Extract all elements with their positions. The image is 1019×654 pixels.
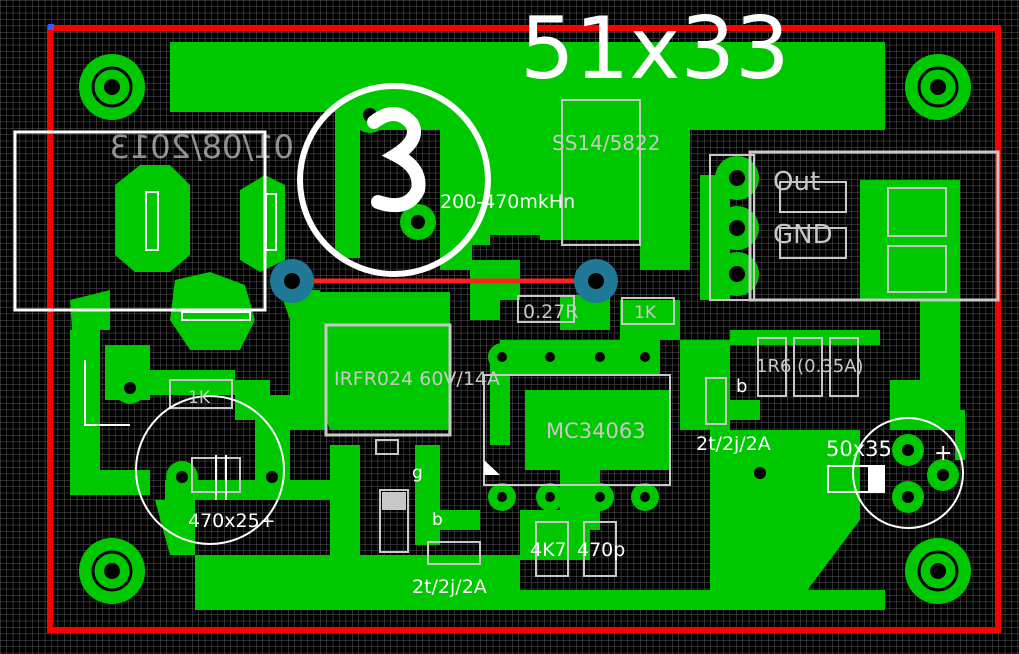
output-pad-gnd xyxy=(779,227,847,259)
shunt-label: 0.27R xyxy=(523,301,579,323)
pin-g-label: g xyxy=(412,463,423,483)
cap-out-label: 50x35 xyxy=(826,437,892,461)
output-pad xyxy=(887,187,947,237)
mount-hole-top-right xyxy=(905,54,971,120)
diode-label: SS14/5822 xyxy=(552,131,660,155)
cap-out-polarity xyxy=(868,466,884,492)
pin-b-left-label: b xyxy=(432,510,443,530)
shunt-outline xyxy=(517,295,575,323)
r-1k-left-outline xyxy=(169,379,233,409)
led-outline xyxy=(84,360,130,426)
pad xyxy=(892,481,924,513)
transistor-outline xyxy=(379,489,409,553)
pad xyxy=(715,206,759,250)
board-date-label: 01/08/2013 xyxy=(110,128,294,166)
pad xyxy=(892,434,924,466)
controller-outline xyxy=(483,374,671,486)
pad xyxy=(536,343,564,371)
coil-bottom-outline xyxy=(427,541,481,565)
inductor-label: 200-470mkHn xyxy=(440,191,575,213)
pad xyxy=(715,252,759,296)
r-4k7-label: 4K7 xyxy=(530,539,567,561)
pad xyxy=(927,459,959,491)
pad xyxy=(536,483,564,511)
via-left xyxy=(270,259,314,303)
cap-out-plus: + xyxy=(934,441,952,466)
r-sense-2 xyxy=(793,337,823,397)
inductor-coil-glyph xyxy=(367,107,426,212)
pad xyxy=(631,483,659,511)
mount-hole-bottom-right xyxy=(905,538,971,604)
pad xyxy=(631,343,659,371)
mosfet-pin xyxy=(375,439,399,455)
copper-layer xyxy=(70,42,965,610)
mount-hole-bottom-left xyxy=(79,538,145,604)
r-1k-top-label: 1K xyxy=(634,303,657,323)
cap-out-outline xyxy=(852,417,964,529)
cap-in-outline xyxy=(135,395,285,545)
pin-b-right-label: b xyxy=(736,376,747,397)
pad xyxy=(166,461,198,493)
r-4k7-outline xyxy=(535,521,569,577)
mounting-holes xyxy=(79,54,971,604)
origin-marker xyxy=(48,24,54,30)
pad xyxy=(256,461,288,493)
coil-right-label: 2t/2j/2A xyxy=(696,433,771,455)
pad xyxy=(586,343,614,371)
via-right xyxy=(574,259,618,303)
output-out-label: Out xyxy=(773,167,820,197)
transistor-tab xyxy=(382,492,406,510)
r-1k-left-label: 1K xyxy=(188,388,211,408)
output-pad xyxy=(887,245,947,293)
pad xyxy=(744,457,776,489)
c-470p-outline xyxy=(583,521,617,577)
board-outline xyxy=(47,25,1001,633)
r-sense-1 xyxy=(757,337,787,397)
pad xyxy=(715,156,759,200)
mosfet-label: IRFR024 60V/14A xyxy=(334,368,500,390)
controller-label: MC34063 xyxy=(546,419,646,443)
r-1k-top-outline xyxy=(621,297,675,325)
coil-right-outline xyxy=(705,377,727,425)
coil-bottom-label: 2t/2j/2A xyxy=(412,576,487,598)
pin-header-outline xyxy=(709,154,755,301)
connector-slot xyxy=(181,311,251,321)
output-gnd-label: GND xyxy=(773,220,833,250)
board-size-label: 51x33 xyxy=(520,0,790,99)
pad xyxy=(488,343,516,371)
mosfet-outline xyxy=(324,323,452,437)
r-sense-label: 1R6 (0.35A) xyxy=(756,356,864,377)
r-sense-3 xyxy=(829,337,859,397)
mount-hole-top-left xyxy=(79,54,145,120)
connector-slot xyxy=(145,191,159,251)
connector-slot xyxy=(265,193,277,251)
pad xyxy=(400,204,436,240)
silkscreen-outlines xyxy=(13,83,1000,577)
diode-outline xyxy=(561,99,641,246)
output-block-outline xyxy=(748,150,1000,302)
cap-in-label: 470x25+ xyxy=(188,510,276,532)
pad xyxy=(114,372,146,404)
output-pad-out xyxy=(779,181,847,213)
pin1-marker xyxy=(484,460,500,475)
pad xyxy=(488,483,516,511)
pad xyxy=(586,483,614,511)
c-470p-label: 470p xyxy=(577,539,625,561)
inductor-outline xyxy=(297,83,491,277)
